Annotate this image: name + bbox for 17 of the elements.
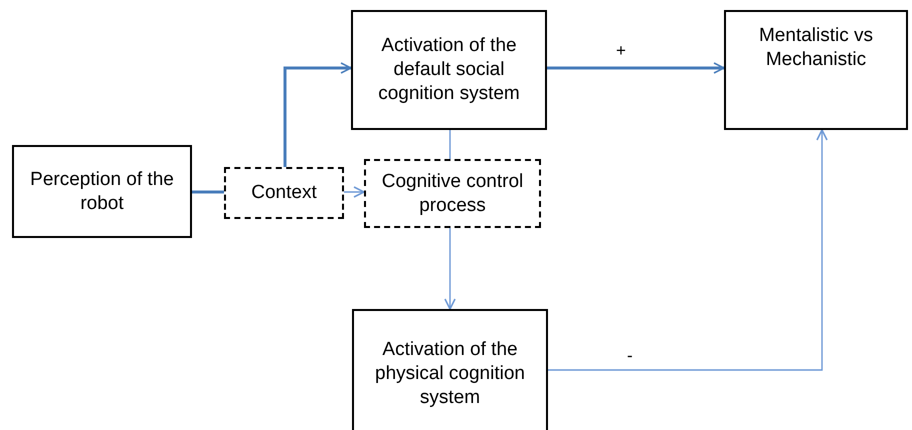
- arrow: [284, 62, 352, 167]
- node-label: Context: [251, 181, 317, 205]
- dashed-process-box: [224, 167, 344, 219]
- arrow: [344, 186, 365, 198]
- node-label: Activation of the default social cognition system: [377, 34, 521, 106]
- process-box: [352, 309, 548, 430]
- dashed-process-box: [364, 159, 541, 228]
- arrow: [444, 228, 456, 310]
- node-label: Cognitive control process: [380, 170, 524, 218]
- arrow: [547, 62, 725, 74]
- node-label: Mentalistic vs Mechanistic: [758, 24, 874, 72]
- process-box: [12, 145, 192, 238]
- arrow: [548, 129, 828, 371]
- process-box: [351, 10, 547, 130]
- process-box: [724, 10, 908, 130]
- node-label: Perception of the robot: [29, 168, 175, 216]
- node-label: Activation of the physical cognition system: [374, 338, 526, 410]
